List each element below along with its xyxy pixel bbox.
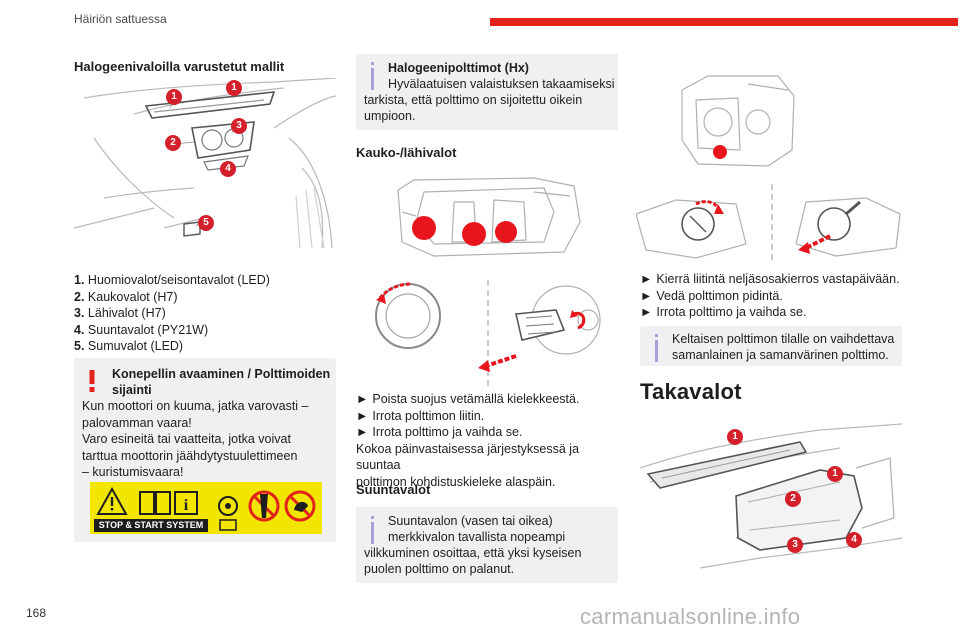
info-line: puolen polttimo on palanut. <box>364 562 515 576</box>
callout-2: 2 <box>165 135 181 151</box>
indicator-bulb-removal-illustration <box>636 184 901 260</box>
list-item: ►Poista suojus vetämällä kielekkeestä. <box>356 392 580 406</box>
warning-box: Konepellin avaaminen / Polttimoiden sija… <box>74 358 336 542</box>
section-title-halogen: Halogeenivaloilla varustetut mallit <box>74 59 285 74</box>
list-item: ►Irrota polttimo ja vaihda se. <box>640 305 807 319</box>
info-box-indicators: Suuntavalon (vasen tai oikea) merkkivalo… <box>356 507 618 583</box>
list-item: 4. Suuntavalot (PY21W) <box>74 322 209 337</box>
info-line: tarkista, että polttimo on sijoitettu oi… <box>364 93 583 107</box>
svg-text:i: i <box>184 497 189 514</box>
info-line: vilkkuminen osoittaa, että yksi kyseisen <box>364 546 582 560</box>
info-icon-bar <box>371 522 374 544</box>
list-item: 3. Lähivalot (H7) <box>74 306 166 320</box>
warning-pictograms: i STOP & START SYSTEM <box>90 482 322 534</box>
list-item: 1. Huomiovalot/seisontavalot (LED) <box>74 273 270 287</box>
rear-callout-1b: 1 <box>827 466 843 482</box>
callout-1b: 1 <box>226 80 242 96</box>
callout-5: 5 <box>198 215 214 231</box>
warning-title-2: sijainti <box>112 383 152 397</box>
list-item: 2. Kaukovalot (H7) <box>74 289 178 304</box>
info-line: samanlainen ja samanvärinen polttimo. <box>672 348 889 362</box>
info-title: Halogeenipolttimot (Hx) <box>388 61 529 75</box>
section-title-rear-lights: Takavalot <box>640 379 742 404</box>
info-icon-dot <box>371 62 374 65</box>
paragraph-line: Kokoa päinvastaisessa järjestyksessä ja … <box>356 441 580 473</box>
paragraph-line: polttimon kohdistuskieleke alaspäin. <box>356 474 556 489</box>
info-line: Hyvälaatuisen valaistuksen takaamiseksi <box>388 77 615 91</box>
rear-callout-1a: 1 <box>727 429 743 445</box>
info-box-halogen: Halogeenipolttimot (Hx) Hyvälaatuisen va… <box>356 54 618 130</box>
bulb-list: 1. Huomiovalot/seisontavalot (LED) 2. Ka… <box>74 272 334 355</box>
callout-1a: 1 <box>166 89 182 105</box>
rear-callout-3: 3 <box>787 537 803 553</box>
rear-light-illustration <box>640 423 902 569</box>
warning-exclamation-icon <box>89 370 95 392</box>
info-icon-dot <box>655 334 658 337</box>
list-item: ►Irrota polttimon liitin. <box>356 408 485 423</box>
headlamp-unit-illustration <box>397 177 581 257</box>
watermark: carmanualsonline.info <box>580 604 801 629</box>
steps-high-low-beam: ►Poista suojus vetämällä kielekkeestä. ►… <box>356 391 618 490</box>
list-item: ►Irrota polttimo ja vaihda se. <box>356 425 523 439</box>
info-line: Keltaisen polttimon tilalle on vaihdetta… <box>672 332 895 346</box>
list-item: ►Vedä polttimon pidintä. <box>640 288 783 303</box>
steps-indicators: ►Kierrä liitintä neljäsosakierros vastap… <box>640 271 910 321</box>
stop-start-label: STOP & START SYSTEM <box>94 519 208 532</box>
indicator-headlamp-illustration <box>681 75 795 167</box>
list-item: ►Kierrä liitintä neljäsosakierros vastap… <box>640 272 900 286</box>
running-header: Häiriön sattuessa <box>74 12 167 26</box>
section-title-high-low-beam: Kauko-/lähivalot <box>356 145 457 160</box>
info-icon-bar <box>371 68 374 90</box>
bulb-removal-illustration <box>375 280 601 386</box>
fan-hand-noentry-icons <box>218 490 316 531</box>
callout-4: 4 <box>220 161 236 177</box>
section-title-indicators: Suuntavalot <box>356 482 431 497</box>
warning-title-1: Konepellin avaaminen / Polttimoiden <box>112 367 331 381</box>
rear-callout-4: 4 <box>846 532 862 548</box>
rear-callout-2: 2 <box>785 491 801 507</box>
info-icon-bar <box>655 340 658 362</box>
info-box-amber-bulb: Keltaisen polttimon tilalle on vaihdetta… <box>640 326 902 366</box>
hazard-manual-icon: i <box>96 486 198 515</box>
info-icon-dot <box>371 516 374 519</box>
info-line: Suuntavalon (vasen tai oikea) <box>388 514 553 528</box>
list-item: 5. Sumuvalot (LED) <box>74 339 184 353</box>
info-line: umpioon. <box>364 109 416 123</box>
header-accent-bar <box>490 18 958 26</box>
warning-text: Kun moottori on kuuma, jatka varovasti –… <box>82 399 309 479</box>
info-line: merkkivalon tavallista nopeampi <box>388 530 566 544</box>
callout-3: 3 <box>231 118 247 134</box>
page-number: 168 <box>26 606 47 620</box>
